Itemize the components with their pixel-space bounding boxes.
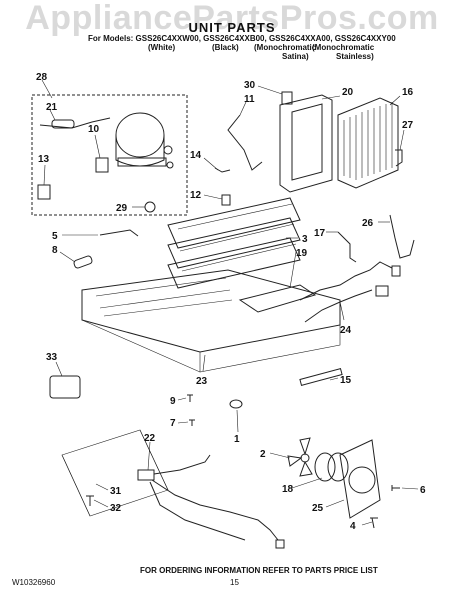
part-number-10: 10 [88, 124, 100, 135]
part-number-13: 13 [38, 154, 50, 165]
part-number-33: 33 [46, 352, 58, 363]
capillary-tube-26 [389, 214, 415, 259]
drain-pan [238, 284, 317, 313]
mount-4 [370, 517, 378, 529]
part-number-23: 23 [196, 376, 208, 387]
suction-clamp [221, 194, 231, 206]
part-number-20: 20 [342, 87, 354, 98]
fan-blade-2 [287, 437, 313, 477]
fan-shroud-25 [339, 439, 381, 519]
run-capacitor [37, 184, 51, 200]
part-number-19: 19 [296, 248, 308, 259]
part-number-32: 32 [110, 503, 122, 514]
part-number-2: 2 [260, 449, 266, 460]
evaporator-coil [167, 197, 301, 289]
bracket-17 [337, 231, 357, 263]
condenser-coil [337, 97, 399, 189]
part-number-29: 29 [116, 203, 128, 214]
condenser-bracket [281, 91, 293, 105]
part-number-21: 21 [46, 102, 58, 113]
section-title: UNIT PARTS [188, 20, 276, 35]
overload-relay [39, 117, 111, 129]
discharge-tube [227, 114, 263, 171]
wire-harness-24 [299, 261, 401, 323]
machine-compartment-base [81, 269, 341, 373]
compressor-group-box [31, 94, 188, 216]
part-number-18: 18 [282, 484, 294, 495]
part-number-28: 28 [36, 72, 48, 83]
variant-white: (White) [148, 43, 176, 52]
wire-harness-22 [137, 454, 285, 549]
wire-5 [99, 229, 139, 237]
watermark: AppliancePartsPros.com [25, 0, 439, 37]
part-number-8: 8 [52, 245, 58, 256]
part-number-4: 4 [350, 521, 356, 532]
part-number-12: 12 [190, 190, 202, 201]
part-number-31: 31 [110, 486, 122, 497]
part-number-14: 14 [190, 150, 202, 161]
compressor [115, 112, 174, 169]
grommet-1 [229, 399, 243, 409]
document-number: W10326960 [12, 578, 56, 587]
page-number: 15 [230, 578, 239, 587]
part-number-5: 5 [52, 231, 58, 242]
part-number-7: 7 [170, 418, 176, 429]
electronic-control-33 [49, 375, 81, 399]
variant-stainless: (Monochromatic [312, 43, 375, 52]
part-number-15: 15 [340, 375, 352, 386]
variant-satina: (Monochromatic [254, 43, 317, 52]
tube-clip [395, 149, 403, 167]
drier-tube [214, 167, 231, 173]
variant-black: (Black) [212, 43, 239, 52]
part-number-25: 25 [312, 503, 324, 514]
part-number-6: 6 [420, 485, 426, 496]
grommet [144, 201, 156, 213]
condenser-fan-shroud [279, 94, 333, 193]
insulator-8 [73, 255, 93, 269]
part-number-9: 9 [170, 396, 176, 407]
condenser-fan-motor-18 [314, 452, 349, 482]
part-number-22: 22 [144, 433, 156, 444]
models-line: For Models: GSS26C4XXW00, GSS26C4XXB00, … [88, 34, 396, 43]
variant-satina-line2: Satina) [282, 52, 309, 61]
tube-insulation-15 [299, 368, 343, 386]
screw-9 [187, 394, 193, 402]
part-number-30: 30 [244, 80, 256, 91]
start-relay [95, 157, 109, 173]
screw-6 [391, 485, 400, 491]
part-number-1: 1 [234, 434, 240, 445]
part-number-24: 24 [340, 325, 352, 336]
part-number-26: 26 [362, 218, 374, 229]
variant-stainless-line2: Stainless) [336, 52, 374, 61]
part-number-16: 16 [402, 87, 414, 98]
part-number-17: 17 [314, 228, 326, 239]
ordering-note: FOR ORDERING INFORMATION REFER TO PARTS … [140, 566, 378, 575]
part-number-27: 27 [402, 120, 414, 131]
part-number-3: 3 [302, 234, 308, 245]
screw-7 [189, 419, 195, 426]
part-number-11: 11 [244, 94, 255, 105]
screw-32 [86, 495, 94, 506]
